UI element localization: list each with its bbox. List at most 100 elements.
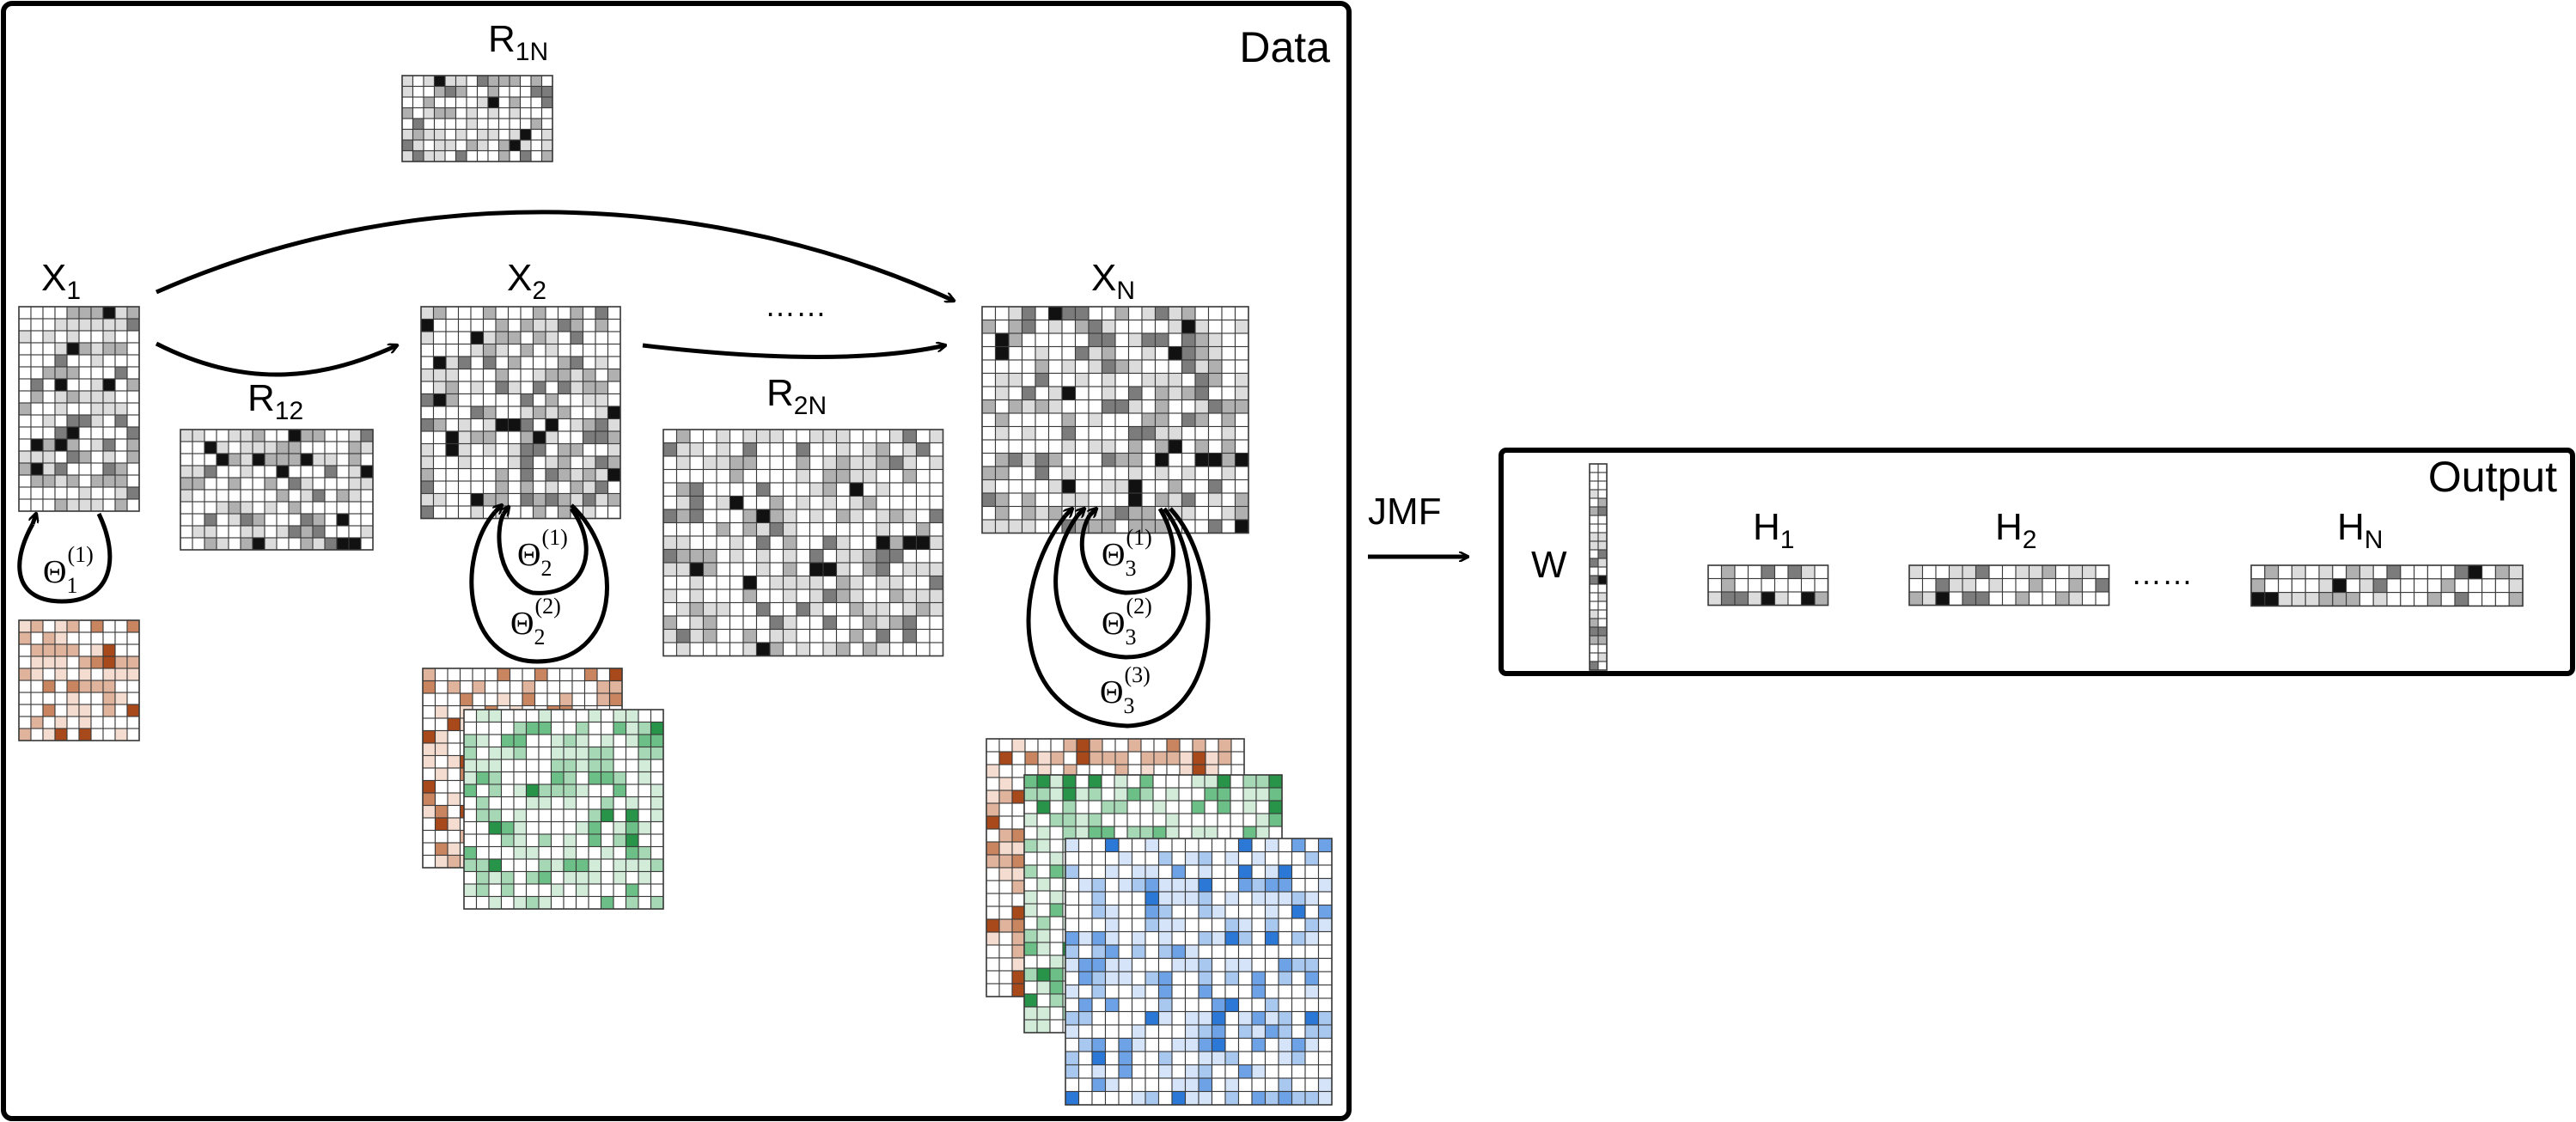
- matrix-cell: [1291, 838, 1306, 853]
- matrix-cell: [1049, 813, 1064, 827]
- matrix-cell: [769, 562, 784, 577]
- matrix-cell: [495, 455, 510, 470]
- matrix-cell: [422, 842, 436, 857]
- matrix-cell: [18, 474, 32, 488]
- matrix-cell: [1061, 479, 1077, 494]
- matrix-cell: [607, 430, 621, 445]
- matrix-cell: [796, 615, 811, 631]
- matrix-cell: [455, 75, 467, 88]
- matrix-cell: [348, 453, 362, 466]
- matrix-cell: [1224, 864, 1240, 880]
- matrix-cell: [986, 970, 1000, 985]
- matrix-cell: [563, 784, 577, 798]
- matrix-cell: [1171, 864, 1187, 880]
- matrix-cell: [822, 442, 838, 457]
- matrix-cell: [1145, 904, 1160, 919]
- matrix-cell: [595, 430, 609, 445]
- matrix-cell: [1234, 439, 1249, 454]
- matrix-cell: [1184, 877, 1199, 893]
- matrix-cell: [702, 482, 717, 497]
- matrix-cell: [1589, 558, 1599, 568]
- matrix-cell: [513, 858, 528, 873]
- matrix-cell: [538, 709, 552, 723]
- matrix-cell: [447, 854, 461, 869]
- matrix-cell: [1237, 997, 1253, 1013]
- matrix-cell: [336, 441, 350, 454]
- matrix-cell: [360, 537, 374, 551]
- matrix-cell: [2386, 564, 2402, 580]
- matrix-cell: [192, 453, 205, 466]
- matrix-cell: [755, 468, 771, 484]
- matrix-cell: [638, 845, 652, 860]
- matrix-cell: [470, 467, 485, 482]
- matrix-cell: [1234, 359, 1249, 375]
- matrix-cell: [288, 489, 302, 503]
- matrix-cell: [638, 759, 652, 773]
- matrix-cell: [507, 331, 522, 345]
- matrix-cell: [1008, 359, 1023, 375]
- matrix-cell: [18, 680, 32, 693]
- matrix-cell: [650, 858, 664, 873]
- matrix-cell: [1597, 566, 1608, 576]
- matrix-cell: [522, 668, 536, 682]
- matrix-cell: [822, 468, 838, 484]
- matrix-cell: [662, 482, 678, 497]
- matrix-cell: [1035, 479, 1050, 494]
- matrix-cell: [625, 734, 639, 748]
- matrix-cell: [625, 883, 639, 898]
- matrix-cell: [1036, 838, 1051, 853]
- matrix-cell: [929, 588, 944, 604]
- matrix-cell: [1127, 452, 1143, 467]
- matrix-cell: [729, 615, 744, 631]
- matrix-cell: [557, 467, 571, 482]
- matrix-border: [2250, 564, 2524, 607]
- matrix-cell: [1157, 877, 1173, 893]
- matrix-cell: [532, 418, 546, 432]
- matrix-cell: [755, 442, 771, 457]
- matrix-cell: [18, 342, 32, 356]
- matrix-cell: [1597, 515, 1608, 525]
- matrix-cell: [559, 692, 573, 707]
- matrix-cell: [742, 575, 758, 590]
- matrix-cell: [2304, 592, 2320, 607]
- matrix-cell: [902, 468, 918, 484]
- matrix-cell: [1139, 787, 1154, 802]
- matrix-cell: [1204, 800, 1218, 814]
- matrix-cell: [1814, 577, 1829, 593]
- matrix-cell: [675, 548, 691, 564]
- matrix-cell: [929, 562, 944, 577]
- matrix-cell: [1317, 1064, 1333, 1079]
- matrix-border: [180, 429, 374, 551]
- matrix-cell: [994, 386, 1010, 401]
- matrix-cell: [475, 796, 490, 810]
- matrix-cell: [1589, 497, 1599, 508]
- matrix-cell: [2400, 564, 2415, 580]
- matrix-cell: [360, 465, 374, 479]
- matrix-cell: [1008, 439, 1023, 454]
- matrix-cell: [613, 759, 627, 773]
- matrix-cell: [1264, 1064, 1279, 1079]
- matrix-cell: [1065, 904, 1080, 919]
- matrix-cell: [102, 498, 116, 512]
- matrix-cell: [822, 509, 838, 524]
- matrix-cell: [324, 537, 338, 551]
- matrix-cell: [1264, 851, 1279, 866]
- matrix-cell: [575, 820, 589, 835]
- matrix-cell: [420, 480, 435, 495]
- matrix-cell: [444, 107, 457, 119]
- matrix-cell: [1047, 345, 1063, 361]
- matrix-cell: [102, 656, 116, 669]
- matrix-cell: [1114, 466, 1130, 481]
- matrix-cell: [1075, 813, 1090, 827]
- matrix-cell: [1207, 492, 1223, 508]
- matrix-cell: [420, 356, 435, 370]
- matrix-cell: [1787, 591, 1803, 607]
- matrix-cell: [497, 118, 510, 131]
- matrix-cell: [1747, 591, 1762, 607]
- matrix-cell: [1141, 479, 1157, 494]
- matrix-cell: [1171, 1010, 1187, 1026]
- matrix-cell: [1101, 774, 1115, 789]
- matrix-cell: [538, 746, 552, 760]
- matrix-cell: [835, 429, 851, 444]
- matrix-cell: [981, 372, 997, 387]
